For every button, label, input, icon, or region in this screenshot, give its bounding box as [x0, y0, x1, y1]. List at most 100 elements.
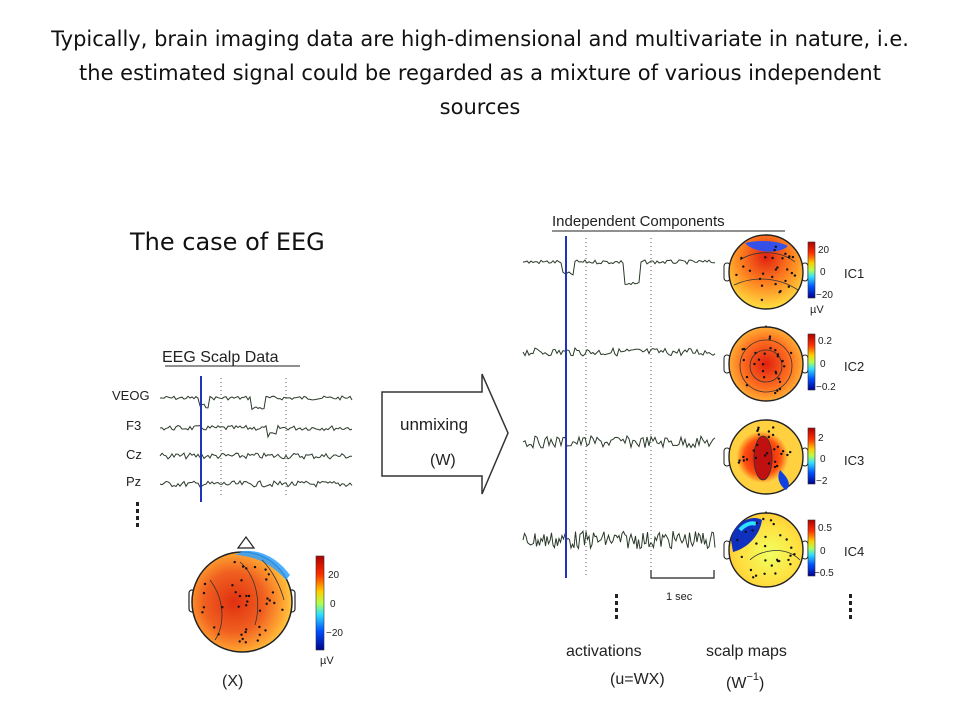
electrode-dot	[213, 626, 216, 629]
ic4-colorbar	[807, 519, 816, 577]
trace-ic1	[522, 259, 715, 286]
electrode-dot	[742, 455, 745, 459]
electrode-dot	[217, 633, 220, 636]
electrode-dot	[247, 594, 251, 598]
electrode-dot	[744, 530, 747, 533]
electrode-dot	[221, 606, 224, 609]
electrode-dot	[756, 443, 759, 447]
trace-ic2	[522, 346, 716, 357]
trace-veog	[160, 395, 353, 411]
electrode-dot	[742, 265, 745, 268]
electrode-dot	[768, 337, 771, 340]
ic3-colorbar-mid: 0	[820, 454, 826, 465]
scalp-colorbar-min: −20	[326, 628, 343, 639]
electrode-dot	[767, 430, 771, 433]
ic1-colorbar-min: −20	[816, 290, 833, 301]
ic2-colorbar-mid: 0	[820, 359, 826, 370]
electrode-dot	[268, 599, 271, 602]
electrode-dot	[736, 538, 739, 542]
ic4-scalp-map	[723, 510, 809, 588]
electrode-dot	[245, 604, 248, 607]
electrode-dot	[757, 433, 761, 436]
electrode-dot	[791, 255, 795, 259]
components-title: Independent Components	[552, 213, 725, 230]
electrode-dot	[258, 633, 261, 636]
electrode-dot	[771, 275, 774, 279]
electrode-dot	[745, 384, 749, 387]
electrode-dot	[772, 426, 775, 429]
electrode-dot	[754, 456, 758, 460]
ic2-colorbar	[807, 333, 816, 391]
electrode-dot	[774, 460, 777, 463]
electrode-dot	[265, 578, 268, 581]
electrode-dot	[763, 352, 766, 355]
trace-ic4	[522, 530, 716, 551]
electrode-dot	[793, 553, 796, 556]
electrode-dot	[752, 449, 755, 452]
activations-ellipsis	[615, 594, 618, 619]
electrode-dot	[237, 605, 240, 608]
electrode-dot	[767, 462, 771, 465]
ic1-colorbar	[807, 241, 816, 299]
electrode-dot	[755, 542, 758, 545]
electrode-dot	[776, 389, 779, 392]
electrode-dot	[738, 459, 741, 462]
trace-cz	[159, 452, 352, 460]
electrode-dot	[754, 574, 758, 577]
channel-label-f3: F3	[126, 418, 141, 433]
electrode-dot	[245, 567, 248, 570]
electrode-dot	[773, 448, 776, 451]
electrode-dot	[241, 565, 245, 568]
electrode-dot	[762, 376, 766, 379]
electrode-dot	[264, 629, 267, 632]
electrode-dot	[745, 458, 749, 461]
electrode-dot	[778, 559, 781, 563]
electrode-dot	[774, 268, 778, 271]
channel-label-veog: VEOG	[112, 388, 150, 403]
scalp-colorbar-mid: 0	[330, 599, 336, 610]
electrode-dot	[769, 347, 772, 350]
electrode-dot	[265, 602, 268, 605]
electrode-dot	[757, 358, 761, 361]
electrode-dot	[266, 597, 269, 600]
scalp-colorbar-unit: µV	[320, 655, 334, 667]
electrode-dot	[241, 637, 244, 641]
electrode-dot	[253, 565, 257, 569]
electrode-dot	[775, 464, 779, 468]
electrode-dot	[774, 245, 777, 248]
electrode-dot	[258, 609, 262, 612]
scalp-colorbar	[315, 555, 325, 651]
activations-formula: (u=WX)	[610, 671, 665, 688]
scalp-map-label: (X)	[222, 673, 243, 690]
electrode-dot	[745, 375, 749, 379]
electrode-dot	[764, 535, 767, 539]
electrode-dot	[742, 459, 745, 462]
electrode-dot	[786, 453, 789, 457]
electrode-dot	[767, 435, 770, 439]
unmixing-symbol: (W)	[430, 452, 456, 469]
electrode-dot	[764, 256, 767, 259]
electrode-dot	[778, 380, 782, 384]
scalp-maps-label: scalp maps	[706, 643, 787, 660]
ic1-colorbar-mid: 0	[820, 267, 826, 278]
electrode-dot	[752, 576, 755, 579]
electrode-dot	[774, 372, 778, 375]
ic3-scalp-map	[723, 418, 809, 495]
scalp-maps-ellipsis	[849, 594, 852, 619]
case-title: The case of EEG	[130, 228, 325, 256]
electrode-dot	[244, 630, 247, 634]
electrode-dot	[783, 365, 786, 368]
electrode-dot	[231, 584, 234, 587]
channel-label-pz: Pz	[126, 474, 141, 489]
electrode-dot	[787, 558, 790, 562]
electrode-dot	[751, 529, 754, 532]
electrode-dot	[755, 521, 759, 525]
electrode-dot	[763, 544, 767, 548]
electrode-dot	[740, 555, 743, 559]
ic2-colorbar-min: −0.2	[816, 382, 836, 393]
electrode-dot	[763, 454, 767, 457]
electrode-dot	[748, 269, 752, 272]
scalp-traces	[159, 395, 353, 488]
time-scale-label: 1 sec	[666, 591, 693, 603]
electrode-dot	[778, 291, 781, 294]
